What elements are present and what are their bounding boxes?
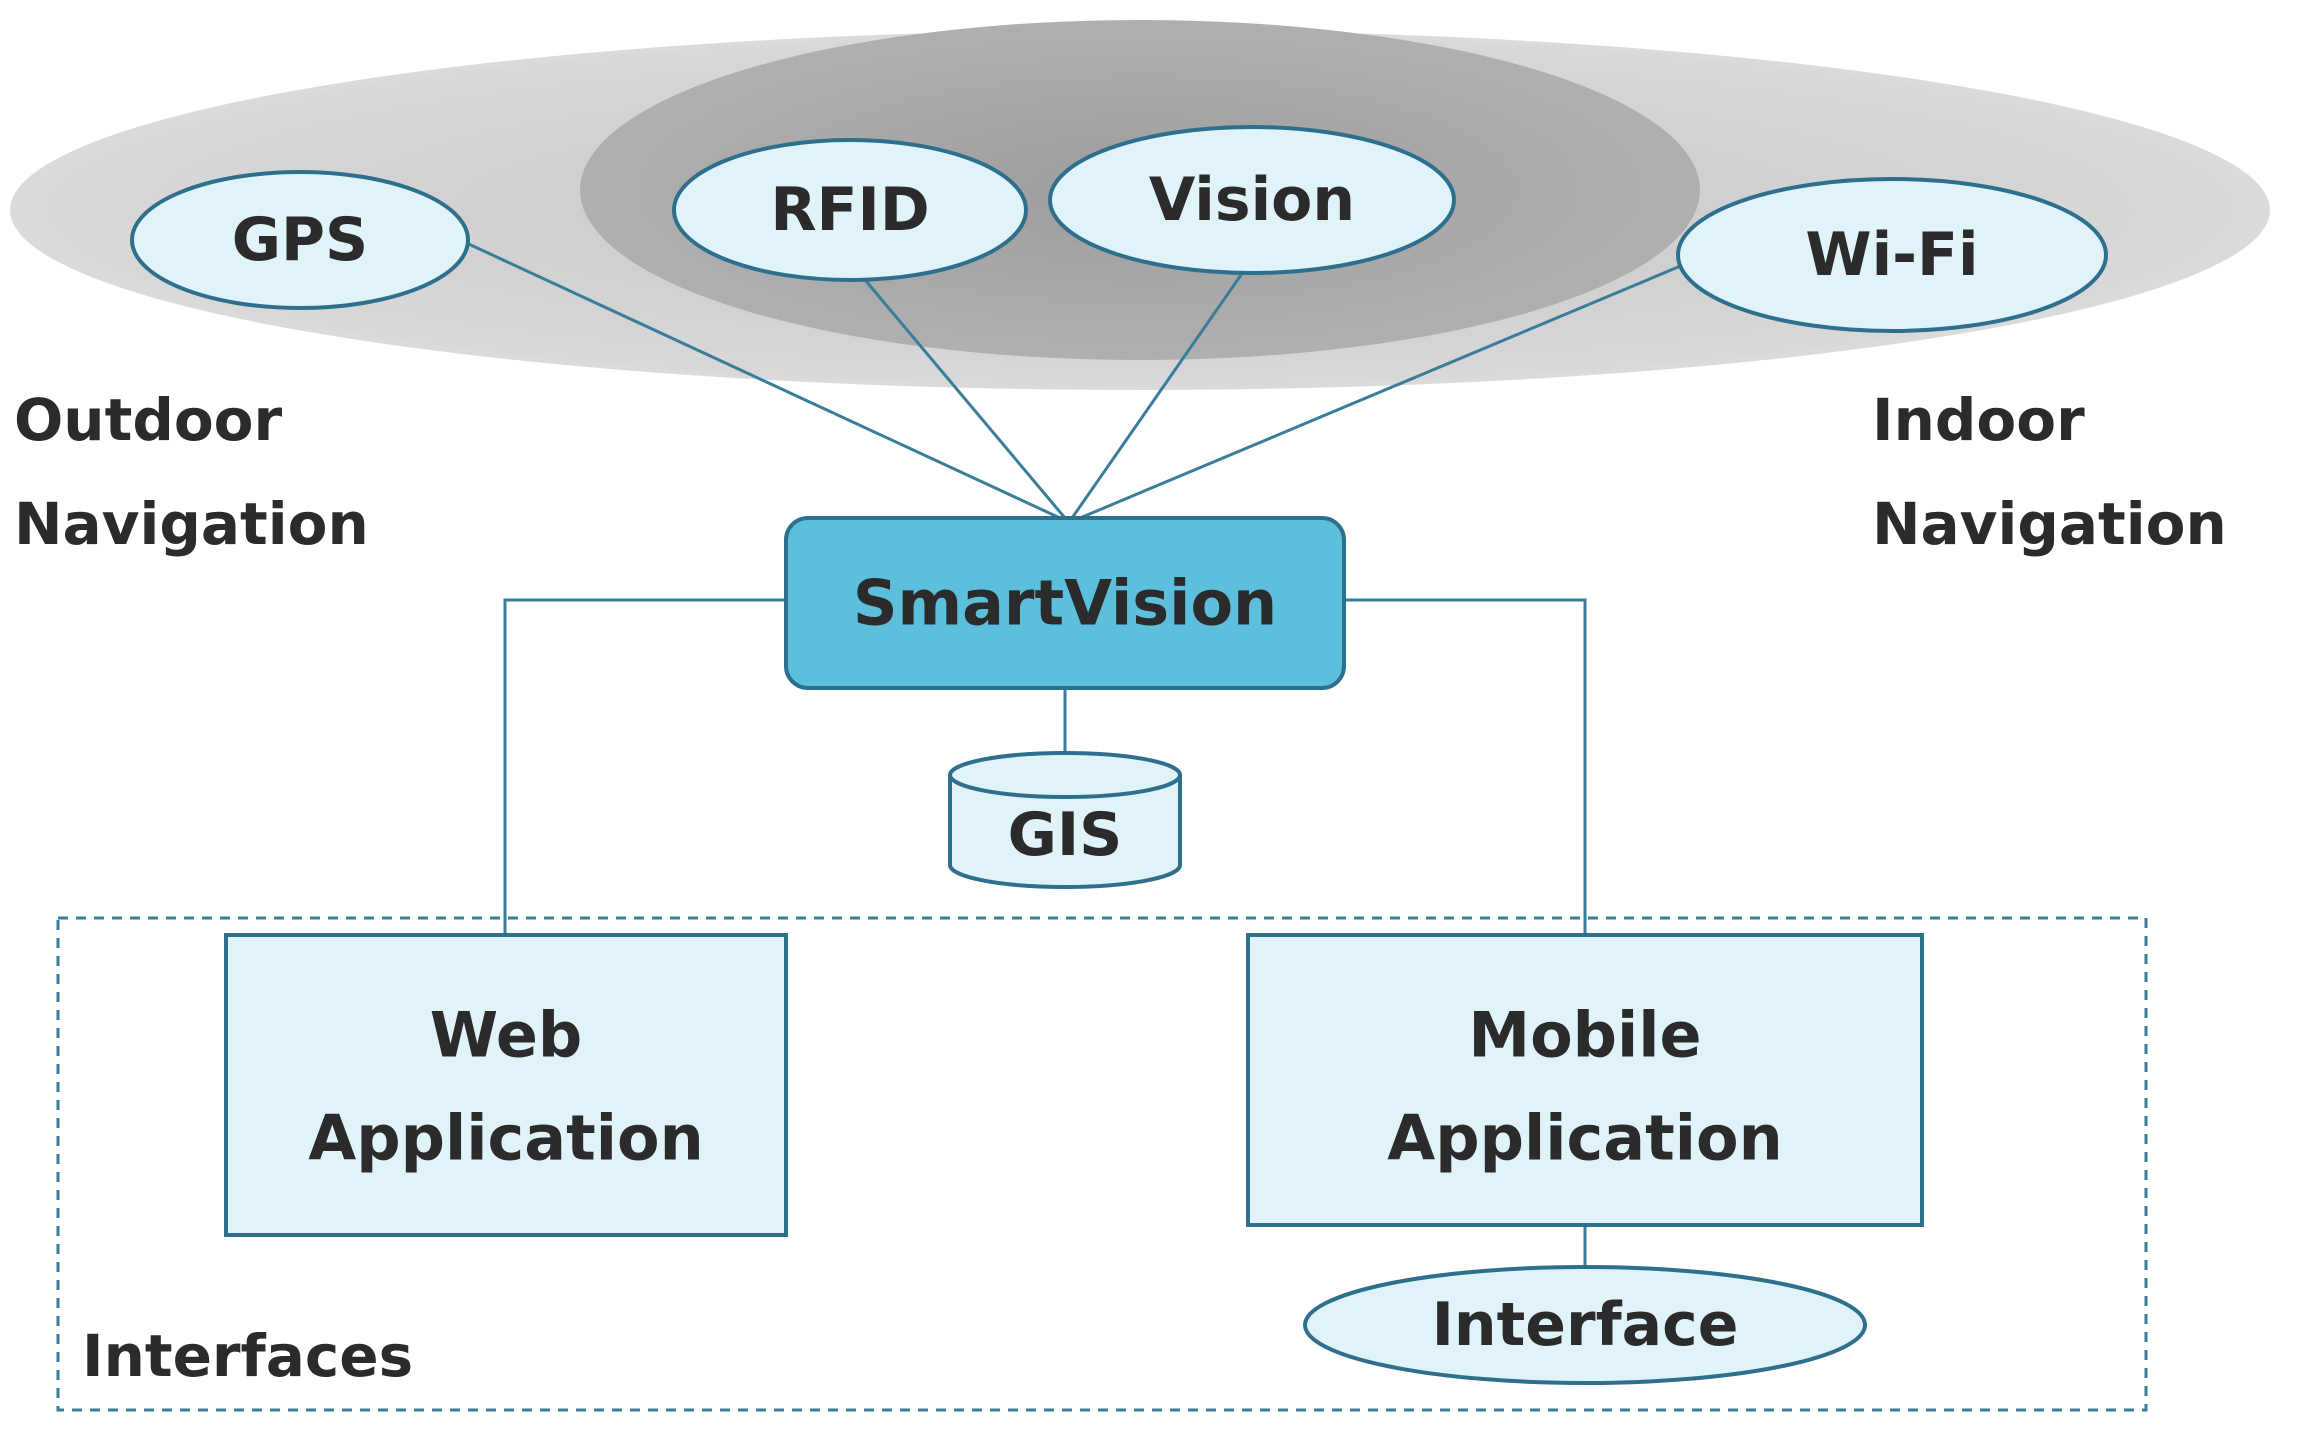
indoor-navigation-label: Indoor Navigation [1872,386,2227,558]
sensor-wifi: Wi-Fi [1676,177,2108,333]
connector-rfid [848,261,1067,519]
sensor-wifi-label: Wi-Fi [1805,220,1978,290]
sensor-gps-label: GPS [232,205,368,275]
smartvision-node: SmartVision [784,516,1346,690]
sensor-rfid: RFID [672,138,1028,282]
mobile-application-node: Mobile Application [1246,933,1924,1227]
sensor-rfid-label: RFID [770,175,929,245]
gis-database: GIS [948,751,1182,889]
outdoor-navigation-label: Outdoor Navigation [14,386,369,558]
connector-vision [1070,261,1252,519]
interfaces-group-label: Interfaces [82,1322,413,1390]
outdoor-label-line1: Outdoor [14,386,283,454]
interfaces-group [56,916,2148,1412]
sensor-gps: GPS [130,170,470,310]
sensor-vision-label: Vision [1149,165,1355,235]
web-application-box [224,933,788,1237]
sensor-vision: Vision [1048,125,1456,275]
connector-web-app [503,598,786,935]
mobile-application-label-line1: Mobile [1468,999,1701,1072]
interface-label: Interface [1432,1290,1739,1360]
gis-cylinder-top [948,751,1182,799]
smartvision-box [784,516,1346,690]
web-application-label-line2: Application [308,1102,703,1175]
mobile-application-label-line2: Application [1387,1102,1782,1175]
indoor-label-line2: Navigation [1872,490,2227,558]
connector-mobile-app [1345,598,1587,935]
interface-node: Interface [1303,1265,1867,1385]
web-application-label-line1: Web [430,999,583,1072]
smartvision-label: SmartVision [853,567,1277,640]
gis-label: GIS [1008,800,1123,870]
connector-gps [459,238,1061,520]
interface-ellipse [1303,1265,1867,1385]
gis-cylinder-body [948,775,1182,889]
sensor-connectors [459,238,1691,520]
outdoor-label-line2: Navigation [14,490,369,558]
indoor-label-line1: Indoor [1872,386,2085,454]
mobile-application-box [1246,933,1924,1227]
web-application-node: Web Application [224,933,788,1237]
connector-wifi [1079,260,1691,520]
